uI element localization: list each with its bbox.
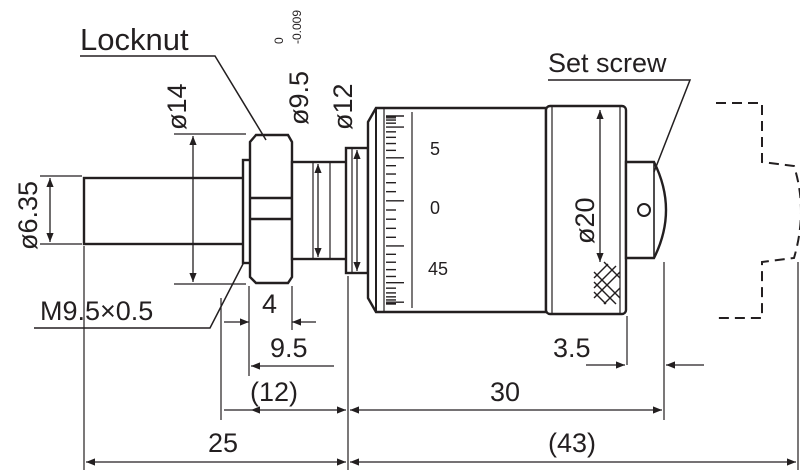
- thimble-mark-5: 5: [430, 139, 440, 159]
- dim-d12: ø12: [328, 83, 358, 130]
- part-outline: [82, 102, 800, 319]
- locknut-body: [248, 133, 294, 285]
- dim-l43: (43): [548, 428, 596, 458]
- extension-lines: [40, 133, 799, 470]
- thimble-graduation: [386, 112, 413, 308]
- dim-d95-tol-upper: 0: [272, 37, 286, 44]
- dim-l12: (12): [250, 377, 298, 407]
- leader-lines: [34, 55, 692, 329]
- dashed-attachment: [716, 102, 800, 319]
- dim-l4: 4: [262, 289, 277, 319]
- thread-label: M9.5×0.5: [40, 296, 153, 326]
- dim-l30: 30: [490, 377, 520, 407]
- dim-d14: ø14: [162, 83, 192, 130]
- dim-d95-tol-lower: -0.009: [290, 10, 304, 44]
- dim-d20: ø20: [570, 197, 600, 244]
- set-screw-hole: [637, 203, 651, 217]
- dim-d95: ø9.5: [284, 71, 314, 125]
- spindle: [82, 176, 252, 246]
- dim-l95: 9.5: [270, 333, 308, 363]
- dimension-lines: [46, 110, 796, 466]
- dim-l35: 3.5: [553, 333, 591, 363]
- stem: [290, 160, 350, 261]
- leader-set-screw: [548, 79, 692, 173]
- thimble-mark-0: 0: [430, 198, 440, 218]
- thimble-mark-45: 45: [428, 259, 448, 279]
- set-screw-label: Set screw: [548, 48, 667, 78]
- knurl-hatch: [593, 261, 621, 305]
- leader-thread: [34, 261, 245, 329]
- locknut-label: Locknut: [80, 22, 189, 57]
- dim-l25: 25: [208, 428, 238, 458]
- leader-locknut: [80, 55, 267, 141]
- dim-d635: ø6.35: [13, 181, 43, 250]
